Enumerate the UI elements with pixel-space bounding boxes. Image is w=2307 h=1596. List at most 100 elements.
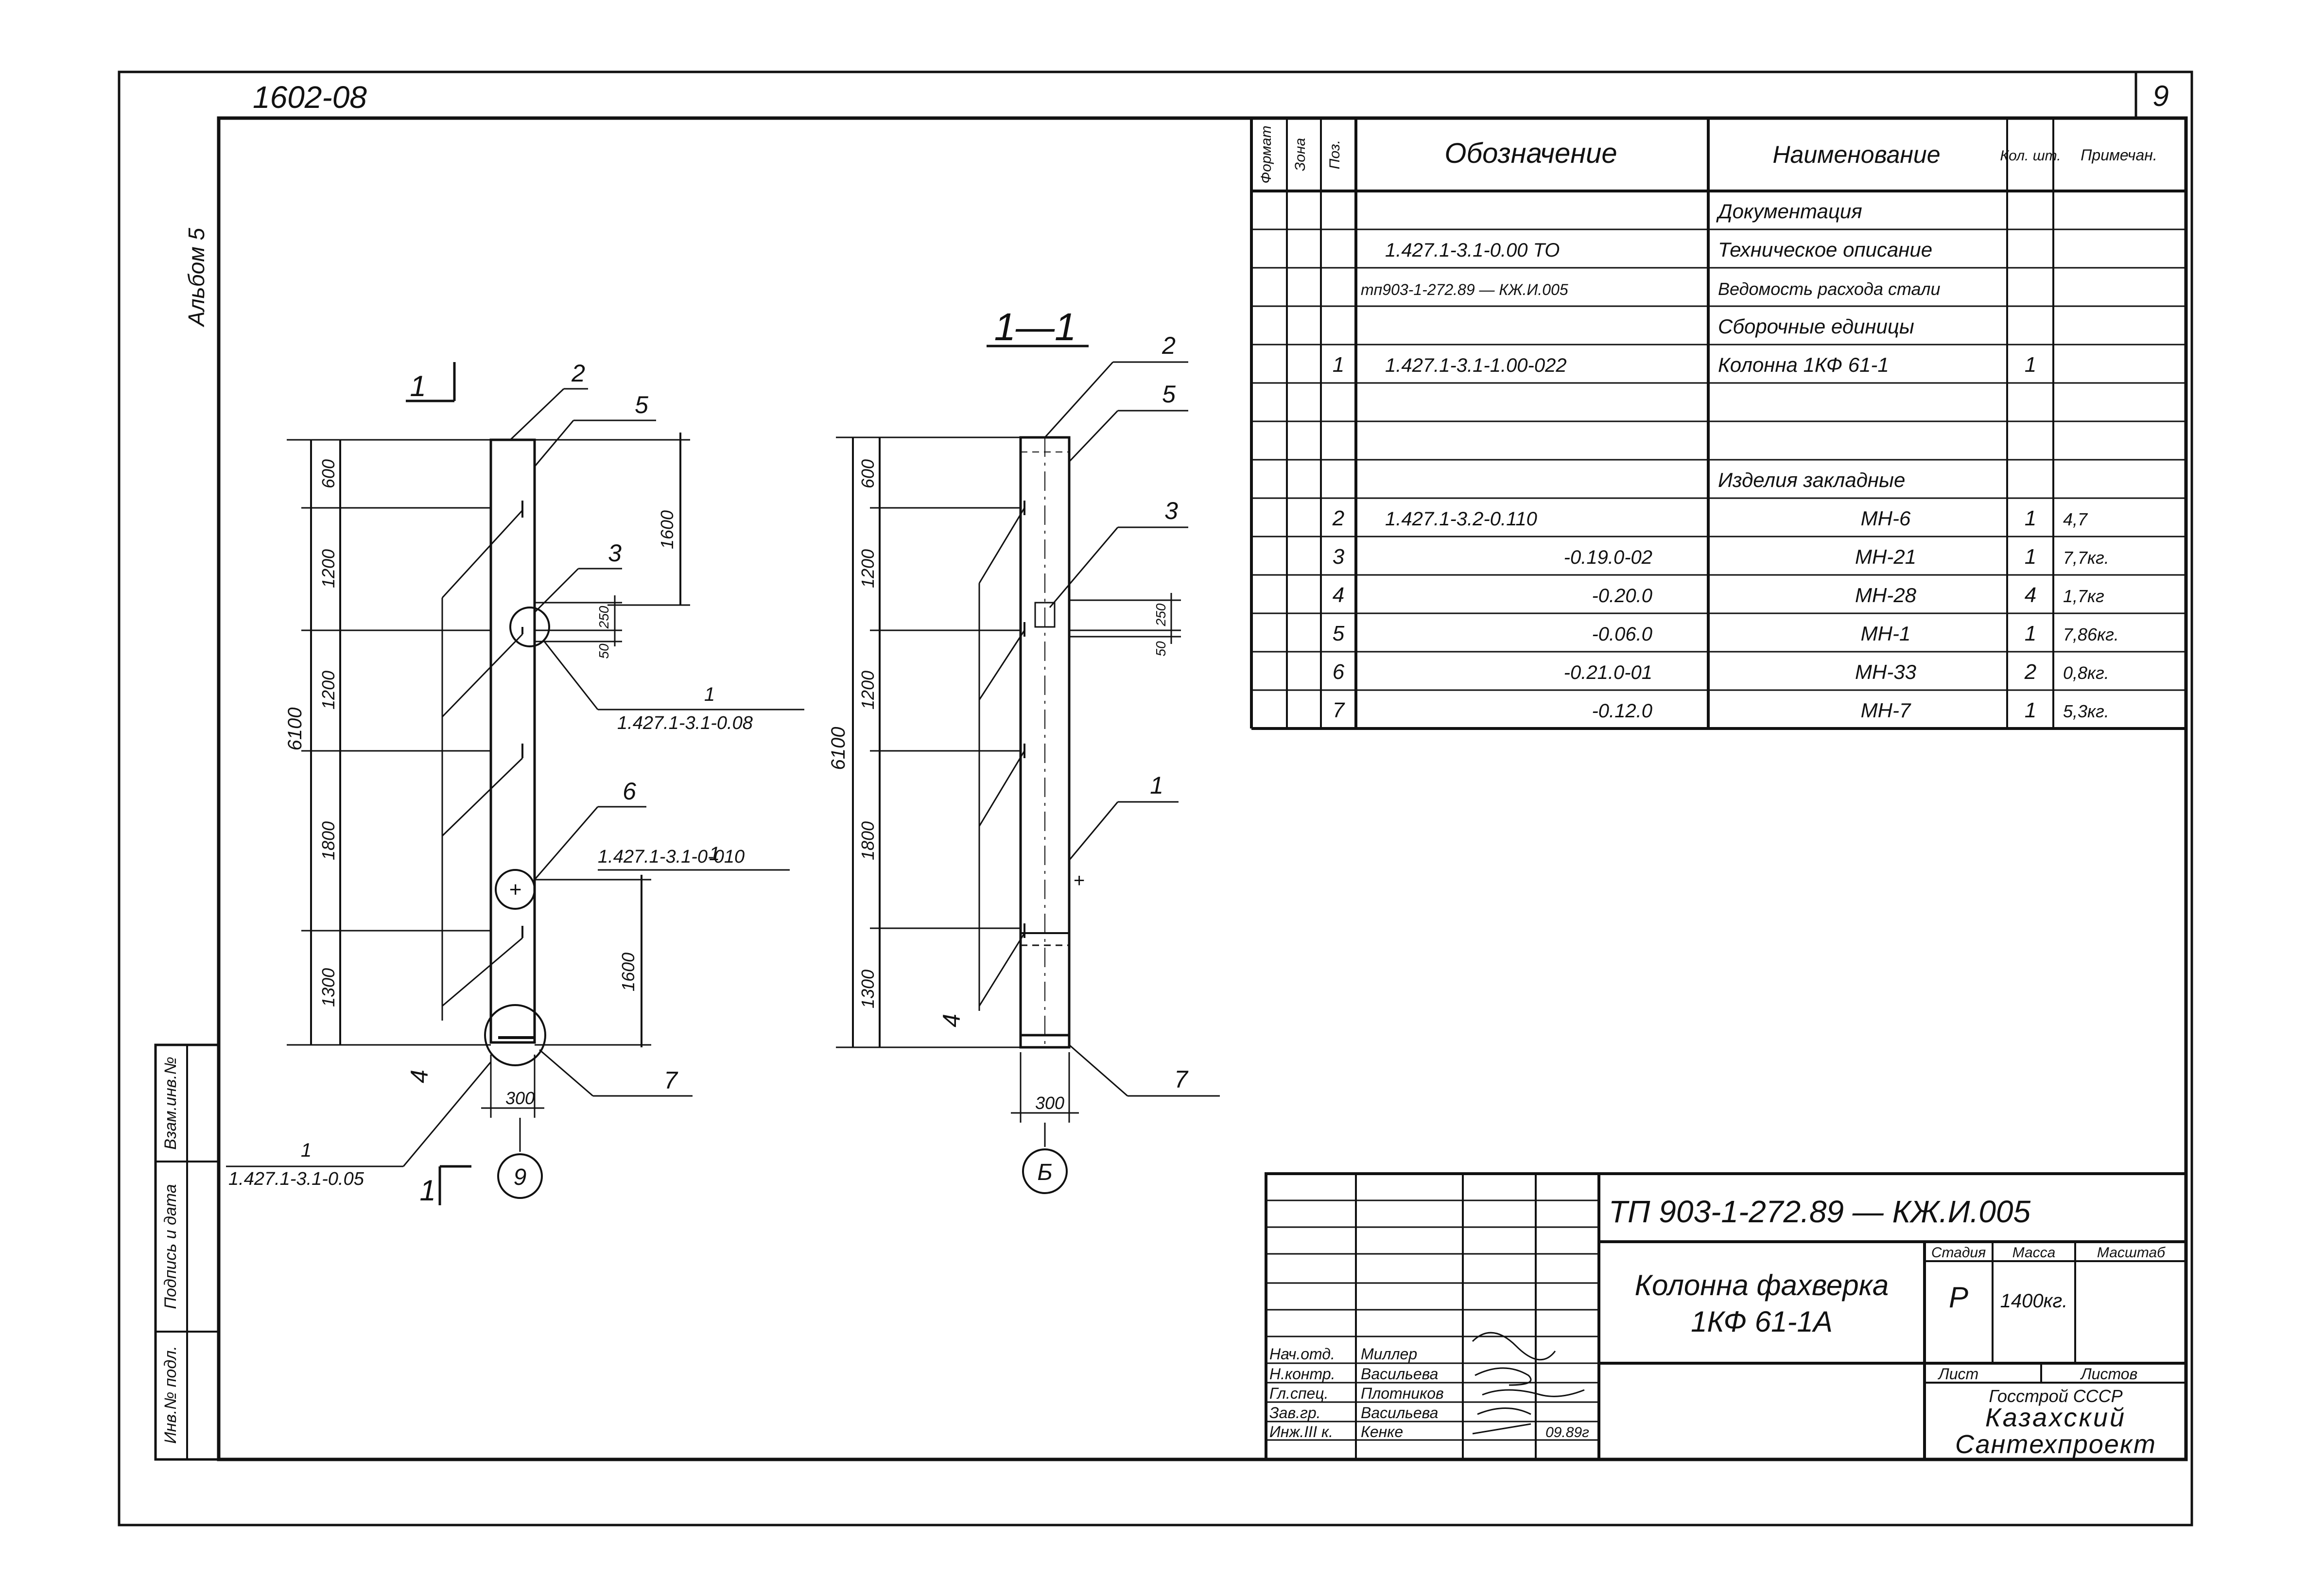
b-seg-5: 1300 <box>858 970 878 1008</box>
title-block: Нач.отд. Миллер Н.контр. Васильева Гл.сп… <box>1265 1172 2187 1461</box>
staff-role-5: Инж.III к. <box>1269 1423 1333 1440</box>
inner-frame <box>217 116 2188 1461</box>
spec-name: МН-1 <box>1861 622 1911 645</box>
b-seg-4: 1800 <box>858 821 878 860</box>
a-detail-circle-1 <box>509 607 550 647</box>
b-plus-mark: + <box>1073 870 1084 891</box>
org-line-1: Госстрой СССР <box>1989 1386 2122 1406</box>
a-plus-mark: + <box>509 878 521 902</box>
title-line-1: Колонна фахверка <box>1635 1269 1889 1301</box>
spec-code: 1.427.1-3.2-0.110 <box>1385 508 1537 530</box>
date-value: 09.89г <box>1545 1424 1589 1440</box>
a-detail-circle-2 <box>495 869 536 910</box>
spec-name: МН-21 <box>1855 545 1916 568</box>
a-callout-2: 2 <box>571 360 585 387</box>
spec-name: МН-28 <box>1855 584 1917 607</box>
staff-role-4: Зав.гр. <box>1269 1404 1321 1422</box>
a-callout-6: 6 <box>623 778 636 805</box>
spec-name: МН-6 <box>1861 507 1911 530</box>
header-note: Примечан. <box>2081 146 2157 164</box>
b-seg-1: 600 <box>858 459 878 488</box>
header-format: Формат <box>1258 125 1274 183</box>
spec-code: -0.20.0 <box>1592 585 1652 607</box>
staff-role-3: Гл.спец. <box>1269 1385 1329 1402</box>
spec-name: МН-7 <box>1861 699 1911 722</box>
spec-pos: 6 <box>1333 660 1345 684</box>
spec-name: Сборочные единицы <box>1718 315 1914 338</box>
left-approval-strip: Инв.№ подл. Подпись и дата Взам.инв.№ <box>154 1043 220 1461</box>
a-dim-bottom: 1600 <box>618 953 638 991</box>
spec-pos: 2 <box>1332 506 1344 530</box>
a-callout-4: 4 <box>406 1070 433 1083</box>
spec-pos: 7 <box>1333 698 1345 722</box>
mass-label: Масса <box>2012 1245 2056 1261</box>
b-seg-2: 1200 <box>858 549 878 588</box>
b-callout-5: 5 <box>1162 381 1176 408</box>
spec-note: 5,3кг. <box>2063 701 2109 721</box>
staff-name-3: Плотников <box>1361 1385 1444 1402</box>
spec-name: Ведомость расхода стали <box>1718 279 1941 299</box>
a-ref-2-n: 1 <box>709 843 720 865</box>
a-seg-2: 1200 <box>318 549 338 588</box>
sheets-label: Листов <box>2080 1365 2138 1383</box>
spec-name: Изделия закладные <box>1718 468 1905 491</box>
column-body-a <box>489 438 536 1044</box>
b-axis-label: Б <box>1037 1160 1052 1185</box>
a-seg-4: 1800 <box>318 821 338 860</box>
scale-label: Масштаб <box>2097 1245 2166 1261</box>
staff-role-1: Нач.отд. <box>1269 1345 1335 1363</box>
spec-code: тп903-1-272.89 — КЖ.И.005 <box>1361 281 1568 298</box>
spec-pos: 3 <box>1333 545 1345 569</box>
strip-replace-label: Взам.инв.№ <box>161 1057 180 1149</box>
sheet-label: Лист <box>1938 1365 1978 1383</box>
spec-note: 1,7кг <box>2063 586 2104 606</box>
spec-pos: 4 <box>1333 583 1344 607</box>
spec-qty: 4 <box>2025 583 2036 607</box>
spec-code: -0.12.0 <box>1592 700 1652 722</box>
a-ref-1-n: 1 <box>704 684 715 705</box>
spec-name: Колонна 1КФ 61-1 <box>1718 353 1889 376</box>
signature-marks <box>1472 1332 1585 1435</box>
header-qty: Кол. шт. <box>2000 148 2061 164</box>
a-dim-50: 50 <box>596 643 611 659</box>
b-callout-4: 4 <box>938 1014 965 1027</box>
a-ref-1-code: 1.427.1-3.1-0.08 <box>617 713 753 733</box>
spec-pos: 1 <box>1333 353 1344 377</box>
b-callout-2: 2 <box>1162 332 1176 359</box>
spec-code: -0.06.0 <box>1592 624 1652 645</box>
spec-qty: 1 <box>2025 622 2036 645</box>
b-dim-50: 50 <box>1153 641 1168 657</box>
b-section-title: 1—1 <box>994 305 1076 348</box>
view-b: 1—1 6100 600 1200 1200 1800 1300 250 <box>828 305 1220 1194</box>
b-callout-7: 7 <box>1174 1066 1189 1093</box>
org-line-2: Казахский <box>1985 1403 2126 1432</box>
org-line-3: Сантехпроект <box>1955 1430 2156 1459</box>
b-callout-1: 1 <box>1150 772 1163 799</box>
staff-role-2: Н.контр. <box>1269 1365 1336 1383</box>
spec-qty: 1 <box>2025 545 2036 569</box>
b-seg-3: 1200 <box>858 671 878 710</box>
a-width-dim: 300 <box>505 1088 535 1108</box>
title-line-2: 1КФ 61-1А <box>1691 1305 1833 1338</box>
a-callout-5: 5 <box>635 391 648 418</box>
b-dim-250: 250 <box>1153 603 1168 626</box>
a-seg-1: 600 <box>318 459 338 488</box>
spec-note: 4,7 <box>2063 509 2088 529</box>
a-section-mark-bottom: 1 <box>419 1174 435 1207</box>
spec-pos: 5 <box>1333 622 1345 645</box>
a-total-dim: 6100 <box>284 708 306 751</box>
a-section-mark-top: 1 <box>410 370 426 402</box>
a-axis-bubble <box>497 1153 543 1199</box>
sheet-number: 9 <box>2152 80 2168 112</box>
b-axis-bubble <box>1022 1148 1068 1194</box>
spec-code: -0.19.0-02 <box>1564 547 1652 568</box>
spec-note: 7,86кг. <box>2063 625 2119 644</box>
spec-qty: 2 <box>2024 660 2036 684</box>
spec-code: 1.427.1-3.1-1.00-022 <box>1385 355 1567 376</box>
spec-name: Техническое описание <box>1718 238 1932 261</box>
spec-qty: 1 <box>2025 506 2036 530</box>
staff-name-4: Васильева <box>1361 1404 1438 1422</box>
header-name: Наименование <box>1772 141 1940 168</box>
